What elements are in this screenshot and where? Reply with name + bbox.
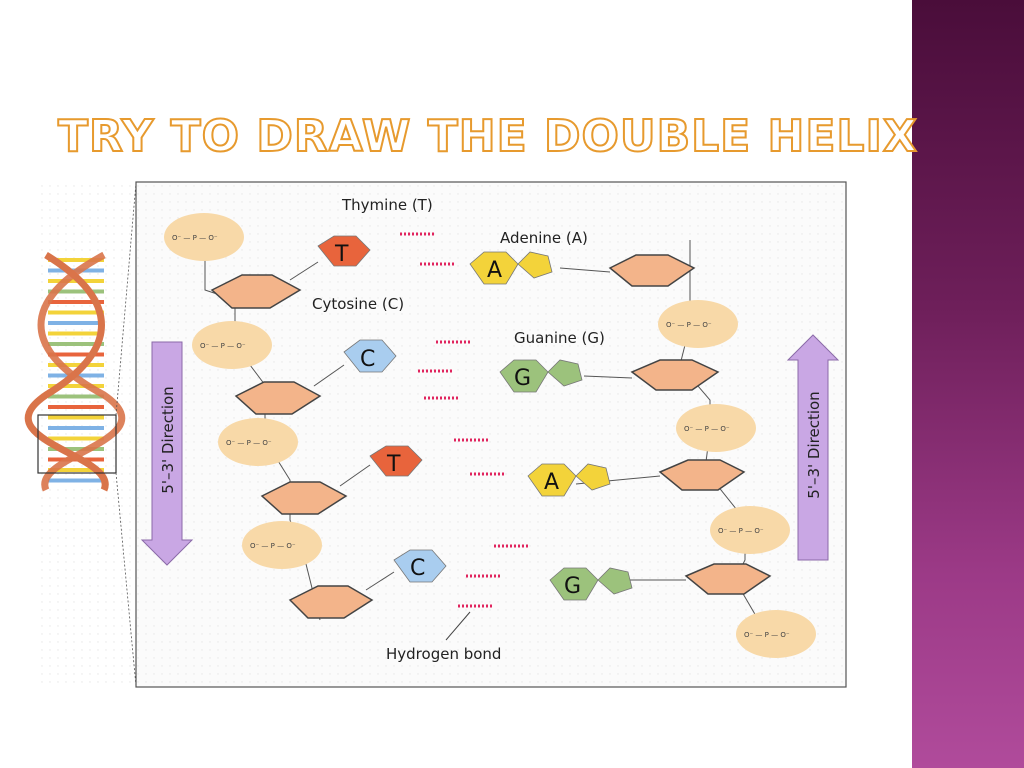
helix-rung bbox=[48, 258, 104, 262]
svg-text:T: T bbox=[334, 242, 349, 267]
sugar bbox=[288, 585, 374, 619]
phosphate: O⁻ — P — O⁻ bbox=[710, 506, 790, 554]
base-thymine: T bbox=[317, 235, 371, 267]
sugar bbox=[658, 459, 746, 491]
base-adenine: A bbox=[527, 463, 611, 497]
label-adenine: Adenine (A) bbox=[500, 229, 588, 247]
phosphate: O⁻ — P — O⁻ bbox=[192, 321, 272, 369]
phosphate: O⁻ — P — O⁻ bbox=[164, 213, 244, 261]
svg-text:O⁻ — P — O⁻: O⁻ — P — O⁻ bbox=[250, 542, 296, 550]
svg-text:C: C bbox=[360, 347, 375, 372]
svg-text:O⁻ — P — O⁻: O⁻ — P — O⁻ bbox=[744, 631, 790, 639]
svg-text:O⁻ — P — O⁻: O⁻ — P — O⁻ bbox=[172, 234, 218, 242]
slide-title: Try to draw the double helix bbox=[57, 110, 918, 163]
svg-text:T: T bbox=[386, 452, 401, 477]
svg-text:O⁻ — P — O⁻: O⁻ — P — O⁻ bbox=[200, 342, 246, 350]
left-direction-label: 5'–3' Direction bbox=[159, 386, 177, 493]
helix-rung bbox=[48, 415, 104, 420]
decorative-side-band bbox=[912, 0, 1024, 768]
helix-rung bbox=[48, 478, 104, 483]
helix-rung bbox=[48, 394, 104, 399]
sugar-groups bbox=[210, 254, 772, 619]
svg-text:O⁻ — P — O⁻: O⁻ — P — O⁻ bbox=[666, 321, 712, 329]
base-guanine: G bbox=[499, 359, 583, 393]
sugar bbox=[210, 274, 302, 309]
svg-text:G: G bbox=[564, 574, 581, 599]
left-direction-arrow: 5'–3' Direction bbox=[140, 341, 194, 566]
helix-rung bbox=[48, 363, 104, 367]
helix-rung bbox=[48, 426, 104, 430]
helix-rung bbox=[48, 352, 104, 357]
helix-rung bbox=[48, 300, 104, 304]
base-adenine: A bbox=[469, 251, 553, 285]
right-direction-arrow: 5'–3' Direction bbox=[786, 334, 840, 561]
helix-rung bbox=[48, 321, 104, 325]
phosphate: O⁻ — P — O⁻ bbox=[676, 404, 756, 452]
phosphate: O⁻ — P — O⁻ bbox=[218, 418, 298, 466]
helix-rung bbox=[48, 405, 104, 409]
sugar bbox=[630, 359, 720, 391]
base-pairs: T A C G T A C bbox=[317, 235, 633, 601]
hydrogen-bonds bbox=[400, 232, 530, 608]
sugar bbox=[684, 563, 772, 595]
svg-text:A: A bbox=[487, 258, 502, 283]
right-direction-label: 5'–3' Direction bbox=[805, 391, 823, 498]
helix-rung bbox=[48, 436, 104, 441]
helix-rung bbox=[48, 331, 104, 336]
hydrogen-bond-pointer bbox=[445, 611, 471, 641]
phosphate: O⁻ — P — O⁻ bbox=[736, 610, 816, 658]
phosphate: O⁻ — P — O⁻ bbox=[658, 300, 738, 348]
label-hydrogen-bond: Hydrogen bond bbox=[386, 645, 501, 663]
svg-text:A: A bbox=[544, 470, 559, 495]
sugar bbox=[608, 254, 696, 287]
label-thymine: Thymine (T) bbox=[341, 196, 433, 214]
zoom-box bbox=[37, 414, 117, 474]
svg-text:G: G bbox=[514, 366, 531, 391]
helix-rung bbox=[48, 342, 104, 346]
svg-text:O⁻ — P — O⁻: O⁻ — P — O⁻ bbox=[226, 439, 272, 447]
base-cytosine: C bbox=[343, 339, 397, 373]
svg-text:O⁻ — P — O⁻: O⁻ — P — O⁻ bbox=[718, 527, 764, 535]
helix-rung bbox=[48, 310, 104, 315]
sugar bbox=[234, 381, 322, 415]
helix-rung bbox=[48, 468, 104, 472]
label-guanine: Guanine (G) bbox=[514, 329, 605, 347]
svg-text:C: C bbox=[410, 556, 425, 581]
phosphate: O⁻ — P — O⁻ bbox=[242, 521, 322, 569]
base-thymine: T bbox=[369, 445, 423, 477]
double-helix-illustration bbox=[24, 182, 137, 687]
helix-rung bbox=[48, 447, 104, 451]
base-guanine: G bbox=[549, 567, 633, 601]
phosphate-groups: O⁻ — P — O⁻ O⁻ — P — O⁻ O⁻ — P — O⁻ O⁻ —… bbox=[164, 213, 816, 658]
helix-rung bbox=[48, 384, 104, 388]
base-cytosine: C bbox=[393, 549, 447, 583]
label-cytosine: Cytosine (C) bbox=[312, 295, 404, 313]
svg-text:O⁻ — P — O⁻: O⁻ — P — O⁻ bbox=[684, 425, 730, 433]
sugar bbox=[260, 481, 348, 515]
helix-rung bbox=[48, 289, 104, 294]
